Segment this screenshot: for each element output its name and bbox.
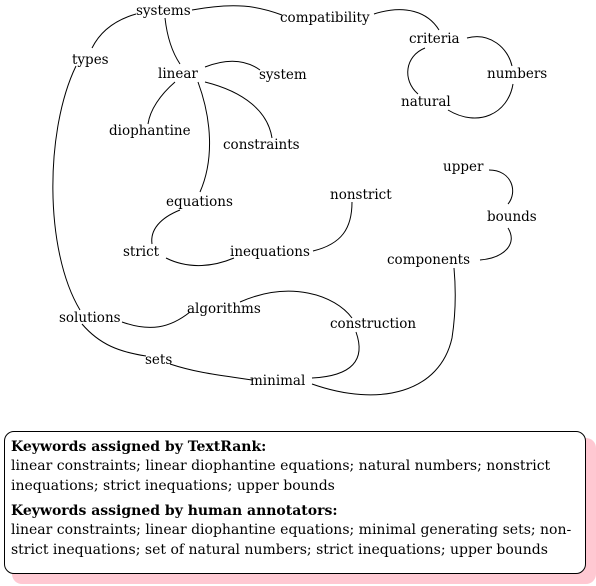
node-systems: systems — [136, 3, 191, 19]
node-criteria: criteria — [409, 31, 460, 47]
human-keywords: linear constraints; linear diophantine e… — [11, 522, 572, 558]
node-system: system — [259, 67, 307, 83]
node-nonstrict: nonstrict — [330, 187, 392, 203]
node-numbers: numbers — [487, 66, 547, 82]
edge-strict-inequations — [165, 257, 235, 267]
node-minimal: minimal — [250, 373, 305, 389]
edge-inequations-nonstrict — [312, 201, 353, 252]
node-types: types — [72, 52, 109, 68]
graph-canvas: systems compatibility types criteria lin… — [52, 3, 547, 396]
edge-linear-equations — [197, 81, 211, 193]
edge-systems-linear — [164, 17, 181, 65]
node-compatibility: compatibility — [280, 10, 370, 26]
edge-bounds-components — [479, 227, 512, 261]
node-diophantine: diophantine — [109, 123, 191, 139]
edge-linear-constraints — [204, 81, 273, 139]
keywords-box: Keywords assigned by TextRank: linear co… — [4, 431, 586, 574]
textrank-heading: Keywords assigned by TextRank: — [11, 439, 267, 455]
edge-linear-system — [204, 60, 261, 71]
node-equations: equations — [166, 194, 233, 210]
edge-upper-bounds — [488, 169, 513, 205]
human-heading: Keywords assigned by human annotators: — [11, 503, 338, 519]
edge-criteria-natural — [407, 47, 426, 95]
edge-criteria-numbers — [466, 36, 513, 67]
edge-solutions-sets — [81, 323, 147, 357]
keyword-graph: systems compatibility types criteria lin… — [52, 3, 547, 396]
edge-minimal-components — [311, 267, 456, 396]
edge-compatibility-criteria — [373, 9, 440, 31]
node-components: components — [387, 252, 470, 268]
edge-systems-types — [91, 13, 137, 49]
edge-equations-strict — [151, 209, 181, 245]
node-solutions: solutions — [59, 310, 121, 326]
edge-algorithms-construction — [239, 290, 353, 319]
edge-sets-minimal — [169, 363, 253, 381]
node-algorithms: algorithms — [187, 301, 261, 317]
node-upper: upper — [443, 159, 484, 175]
textrank-keywords: linear constraints; linear diophantine e… — [11, 458, 551, 494]
node-construction: construction — [330, 316, 416, 332]
edge-solutions-algorithms — [121, 311, 191, 328]
node-constraints: constraints — [223, 137, 300, 153]
edge-minimal-construction — [311, 331, 360, 379]
edge-types-solutions — [52, 65, 81, 311]
edge-systems-compatibility — [191, 5, 283, 16]
edge-linear-diophantine — [147, 81, 176, 125]
node-natural: natural — [401, 94, 451, 110]
edge-natural-numbers — [447, 83, 514, 119]
node-strict: strict — [123, 244, 160, 260]
node-bounds: bounds — [487, 209, 537, 225]
node-sets: sets — [145, 352, 172, 368]
node-inequations: inequations — [230, 244, 310, 260]
node-linear: linear — [158, 66, 198, 82]
